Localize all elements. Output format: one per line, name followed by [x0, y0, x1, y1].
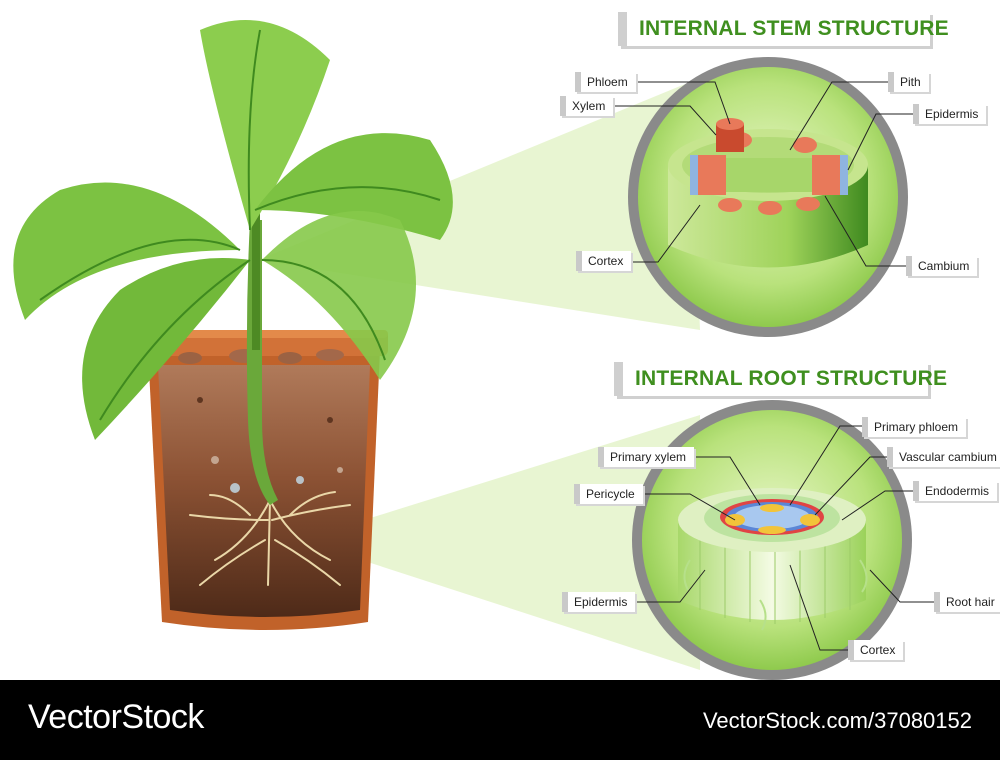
- watermark-footer: [0, 680, 1000, 760]
- leader-lines: [613, 81, 934, 651]
- root-structure-title: INTERNAL ROOT STRUCTURE: [635, 367, 948, 390]
- stem-lens: [628, 57, 908, 337]
- label-root-hair: Root hair: [934, 592, 1000, 612]
- label-root-endodermis: Endodermis: [913, 481, 998, 501]
- vectorstock-credit: VectorStock.com/37080152: [702, 708, 972, 733]
- label-root-pericycle: Pericycle: [574, 484, 643, 504]
- label-root-primary-phloem: Primary phloem: [862, 417, 967, 437]
- root-title-box: INTERNAL ROOT STRUCTURE: [614, 362, 947, 396]
- label-root-primary-xylem: Primary xylem: [598, 447, 695, 467]
- label-root-vascular-cambium: Vascular cambium: [887, 447, 1000, 467]
- label-stem-pith: Pith: [888, 72, 929, 92]
- roots: [189, 491, 351, 586]
- label-stem-cambium: Cambium: [906, 256, 978, 276]
- label-stem-phloem: Phloem: [575, 72, 636, 92]
- label-stem-xylem: Xylem: [560, 96, 614, 116]
- label-stem-epidermis: Epidermis: [913, 104, 987, 124]
- leaves: [13, 20, 453, 440]
- root-lens: [632, 400, 912, 680]
- stem-structure-title: INTERNAL STEM STRUCTURE: [639, 17, 949, 40]
- label-root-cortex: Cortex: [848, 640, 904, 660]
- stem-title-box: INTERNAL STEM STRUCTURE: [618, 12, 949, 46]
- label-stem-cortex: Cortex: [576, 251, 632, 271]
- vectorstock-brand: VectorStock: [28, 698, 204, 736]
- plant-diagram: [13, 20, 934, 680]
- label-root-epidermis: Epidermis: [562, 592, 636, 612]
